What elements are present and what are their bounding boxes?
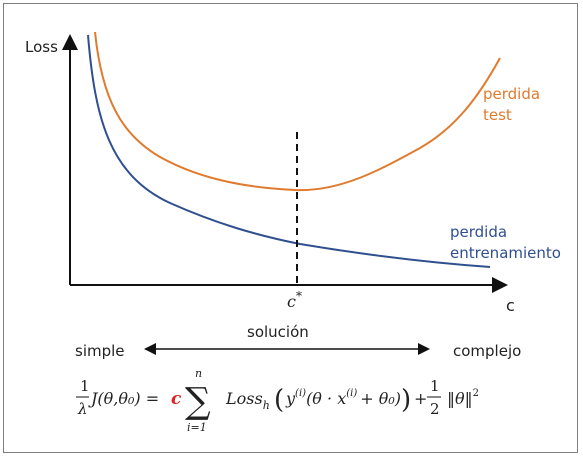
formula-norm: ‖θ‖2 [447,388,479,408]
paren-close: ) [401,385,411,415]
train-label-line2: entrenamiento [450,244,561,262]
frac1-den: λ [77,400,88,418]
x-axis-label: c [506,296,515,315]
objective-formula: 1 λ J(θ,θ₀) = c n ∑ i=1 Lossh ( y(i)(θ ·… [76,367,479,434]
optimum-label: c* [287,289,302,311]
formula-plus: + [414,389,427,408]
sum-sigma: ∑ [185,381,211,422]
range-right-label: complejo [453,342,521,360]
train-loss-curve [87,34,491,268]
formula-c: c [171,389,182,409]
test-label-line1: perdida [483,85,540,103]
formula-body: y(i)(θ · x(i)+ θ₀) [285,388,401,408]
figure-frame [3,3,578,453]
frac2-num: 1 [430,377,440,395]
train-label-line1: perdida [450,223,507,241]
frac2-den: 2 [430,400,440,418]
sum-bottom: i=1 [187,421,207,434]
paren-open: ( [274,385,284,415]
frac1-num: 1 [80,377,90,395]
test-label-line2: test [483,106,512,124]
range-left-label: simple [75,342,125,360]
test-loss-curve [94,31,501,192]
sum-top: n [195,367,202,380]
formula-loss: Lossh [225,389,270,412]
range-title: solución [247,323,309,341]
y-axis-label: Loss [25,38,58,56]
formula-lhs: J(θ,θ₀) = [88,389,159,408]
